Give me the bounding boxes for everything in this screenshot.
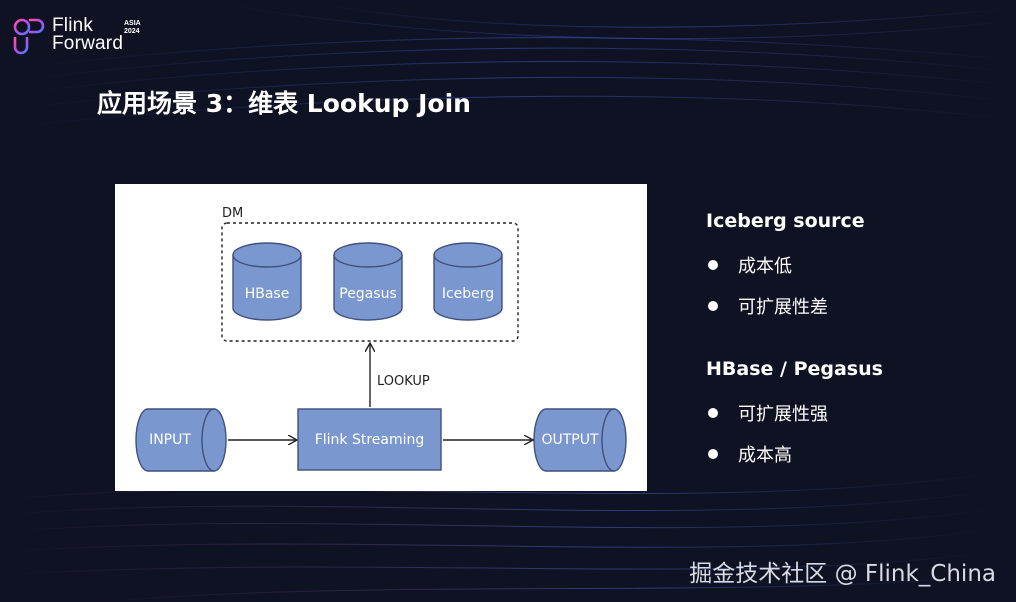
hbase-point-2-text: 成本高 bbox=[738, 445, 792, 466]
iceberg-point-1-text: 成本低 bbox=[738, 256, 792, 277]
flink-streaming-label: Flink Streaming bbox=[314, 432, 425, 448]
section-heading-iceberg: Iceberg source bbox=[706, 210, 865, 232]
output-cylinder bbox=[533, 408, 627, 472]
output-label: OUTPUT bbox=[541, 432, 599, 448]
hbase-point-1: 可扩展性强 bbox=[706, 400, 828, 426]
logo-wordmark: Flink Forward bbox=[52, 15, 124, 54]
bullet-icon bbox=[708, 260, 718, 270]
logo-badge-line-1: ASIA bbox=[124, 20, 141, 27]
iceberg-point-1: 成本低 bbox=[706, 252, 792, 278]
logo-badge-line-2: 2024 bbox=[124, 28, 140, 35]
lookup-join-diagram: DM HBase Pegasus Iceberg LOOKUP INPUT Fl… bbox=[115, 184, 647, 491]
store-cylinder-hbase bbox=[232, 242, 302, 321]
logo-badge: ASIA 2024 bbox=[124, 20, 141, 36]
store-cylinder-iceberg bbox=[433, 242, 503, 321]
bullet-icon bbox=[708, 301, 718, 311]
iceberg-point-2-text: 可扩展性差 bbox=[738, 297, 828, 318]
hbase-point-2: 成本高 bbox=[706, 441, 792, 467]
iceberg-point-2: 可扩展性差 bbox=[706, 293, 828, 319]
slide-title: 应用场景 3：维表 Lookup Join bbox=[97, 89, 471, 118]
logo-line-2: Forward bbox=[52, 33, 124, 54]
input-cylinder bbox=[135, 408, 227, 472]
section-heading-hbase-pegasus: HBase / Pegasus bbox=[706, 358, 883, 380]
flink-forward-logo-icon bbox=[13, 18, 45, 55]
input-label: INPUT bbox=[149, 432, 191, 448]
watermark: 掘金技术社区 @ Flink_China bbox=[689, 561, 996, 587]
store-label-hbase: HBase bbox=[244, 286, 290, 302]
store-cylinder-pegasus bbox=[333, 242, 403, 321]
bullet-icon bbox=[708, 408, 718, 418]
logo-line-1: Flink bbox=[52, 15, 94, 36]
dm-group-label: DM bbox=[222, 206, 244, 221]
hbase-point-1-text: 可扩展性强 bbox=[738, 404, 828, 425]
store-label-iceberg: Iceberg bbox=[441, 286, 495, 302]
flink-forward-logo: Flink Forward ASIA 2024 bbox=[12, 15, 152, 57]
bullet-icon bbox=[708, 449, 718, 459]
lookup-arrow-label: LOOKUP bbox=[377, 374, 430, 389]
store-label-pegasus: Pegasus bbox=[339, 286, 397, 302]
dm-group-box bbox=[221, 222, 519, 342]
flink-streaming-box bbox=[297, 408, 442, 471]
diagram-canvas bbox=[135, 222, 627, 472]
